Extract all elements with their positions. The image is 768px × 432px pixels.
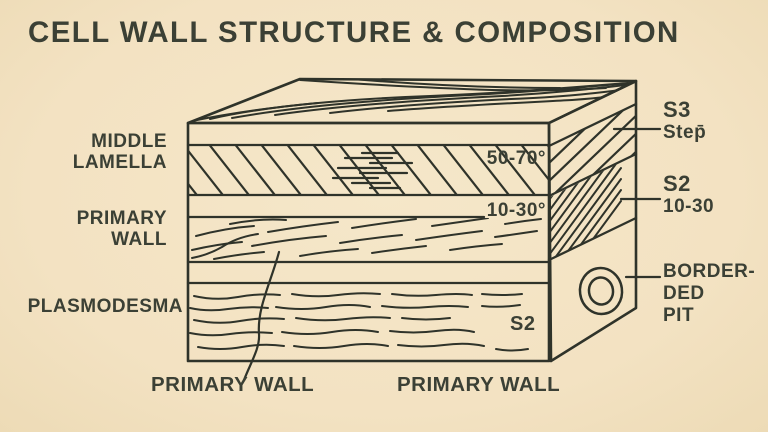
annotation-s2: S2 <box>510 313 536 335</box>
label-s2-right: S2 10-30 <box>663 172 714 218</box>
bordered-pit-line1: BORDER- <box>663 261 756 282</box>
bordered-pit-icon <box>578 266 624 316</box>
annotation-angle-50-70: 50-70° <box>486 148 546 169</box>
label-s3: S3 Step̄ <box>663 98 706 144</box>
label-middle-lamella: MIDDLE LAMELLA <box>0 131 167 173</box>
front-face <box>186 121 551 363</box>
right-face <box>547 79 638 363</box>
microfibril-dashes <box>331 151 414 190</box>
s2-wavy-layer <box>189 292 529 352</box>
label-primary-wall-bottom-right: PRIMARY WALL <box>397 373 561 396</box>
s2-line2: 10-30 <box>663 196 715 217</box>
s2-line1: S2 <box>663 171 691 196</box>
secondary-wall-hatch-50-70 <box>188 145 548 195</box>
primary-wall-line2: WALL <box>111 229 167 250</box>
layer-boundaries <box>186 102 638 285</box>
box-outline <box>186 77 638 363</box>
middle-lamella-line2: LAMELLA <box>72 152 167 173</box>
label-primary-wall-left: PRIMARY WALL <box>0 208 167 250</box>
s3-line1: S3 <box>663 97 691 122</box>
annotation-angle-10-30: 10-30° <box>486 200 546 221</box>
label-plasmodesma: PLASMODESMA <box>27 296 183 317</box>
bordered-pit-line3: PIT <box>663 305 695 326</box>
middle-lamella-line1: MIDDLE <box>91 131 167 152</box>
page-title: CELL WALL STRUCTURE & COMPOSITION <box>28 16 680 49</box>
s3-line2: Step̄ <box>663 122 707 143</box>
plasmodesma-icon <box>242 250 281 382</box>
label-bordered-pit: BORDER- DED PIT <box>663 261 755 327</box>
leader-lines <box>612 127 662 279</box>
bordered-pit-line2: DED <box>663 283 705 304</box>
primary-wall-line1: PRIMARY <box>76 208 167 229</box>
top-face-grain <box>191 79 636 122</box>
label-primary-wall-bottom-left: PRIMARY WALL <box>151 373 315 396</box>
s1-wavy-layer <box>191 218 542 260</box>
